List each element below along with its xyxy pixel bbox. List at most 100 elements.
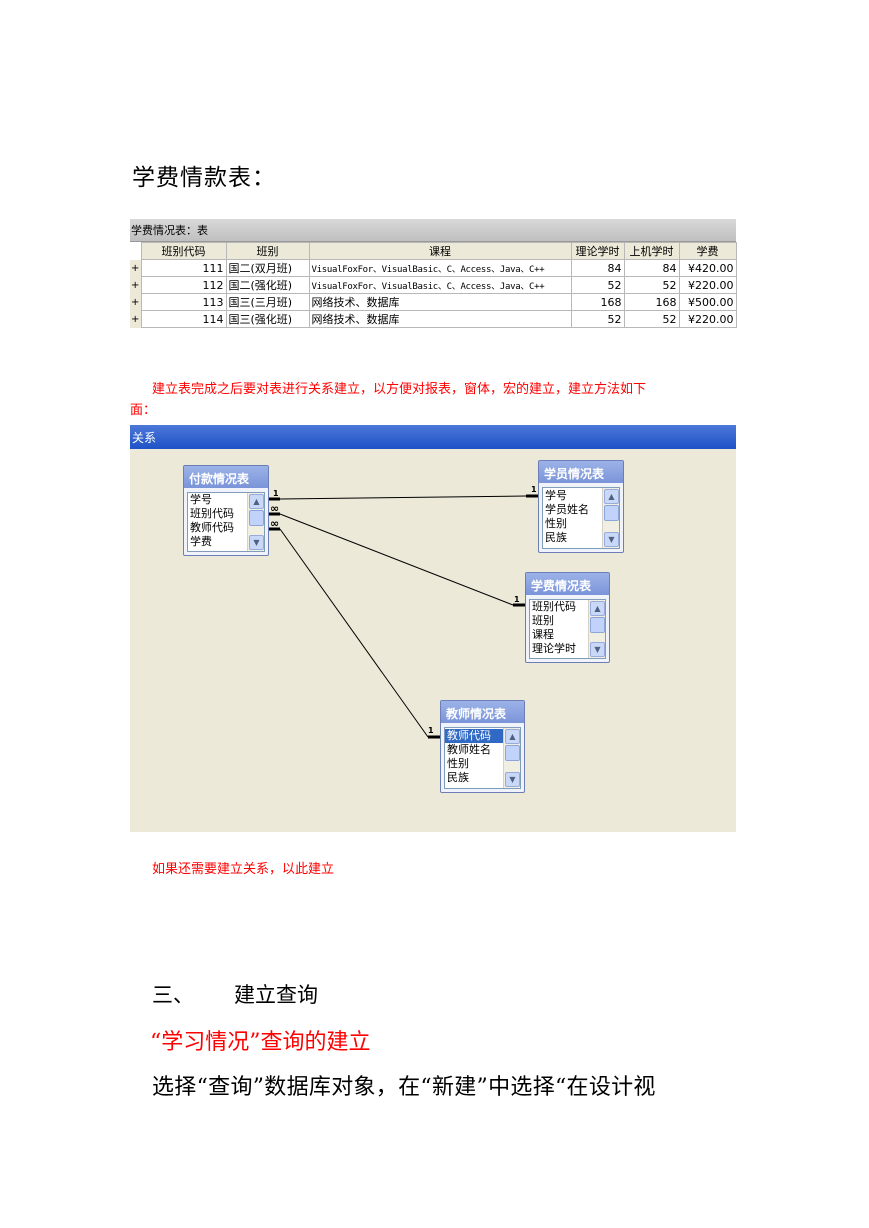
cell-lab-hours[interactable]: 52: [623, 310, 680, 328]
expand-icon[interactable]: +: [130, 276, 142, 294]
field-item[interactable]: 民族: [447, 771, 469, 784]
table-row[interactable]: + 113 国三(三月班) 网络技术、数据库 168 168 ¥500.00: [130, 293, 737, 311]
field-item[interactable]: 班别代码: [532, 600, 576, 613]
cell-class[interactable]: 国二(强化班): [225, 276, 310, 294]
cell-code[interactable]: 111: [140, 259, 227, 277]
field-item[interactable]: 班别代码: [190, 507, 234, 520]
cell-class[interactable]: 国二(双月班): [225, 259, 310, 277]
one-label: 1: [514, 595, 520, 604]
field-item-selected[interactable]: 教师代码: [445, 729, 503, 743]
field-item[interactable]: 民族: [545, 531, 567, 544]
cell-class[interactable]: 国三(强化班): [225, 310, 310, 328]
field-item[interactable]: 理论学时: [532, 642, 576, 655]
field-list[interactable]: 教师代码 教师姓名 性别 民族 ▲ ▼: [444, 727, 521, 789]
datasheet-window[interactable]: 学费情况表：表 班别代码 班别 课程 理论学时 上机学时 学费 + 111 国二…: [130, 219, 737, 331]
section-title: 建立查询: [234, 983, 318, 1007]
scroll-up-icon[interactable]: ▲: [505, 729, 520, 744]
expand-icon[interactable]: +: [130, 293, 142, 311]
relationship-line[interactable]: [279, 528, 429, 738]
scroll-up-icon[interactable]: ▲: [590, 601, 605, 616]
cell-course[interactable]: 网络技术、数据库: [308, 310, 572, 328]
field-item[interactable]: 学号: [545, 489, 567, 502]
column-header[interactable]: 上机学时: [623, 242, 680, 260]
relationship-line[interactable]: [279, 495, 527, 500]
instruction-text: 建立表完成之后要对表进行关系建立，以方便对报表，窗体，宏的建立，建立方法如下: [152, 382, 647, 397]
scroll-thumb[interactable]: [604, 505, 619, 521]
relationships-window[interactable]: 关系 1 ∞ ∞ 1 1 1 付款情况表 学号 班别代码: [130, 425, 736, 832]
table-box-header[interactable]: 学费情况表: [526, 573, 609, 595]
cell-fee[interactable]: ¥420.00: [678, 259, 737, 277]
expand-icon[interactable]: +: [130, 259, 142, 277]
field-list[interactable]: 学号 班别代码 教师代码 学费 ▲ ▼: [187, 492, 265, 552]
datasheet-title: 学费情况表：表: [131, 224, 208, 237]
cell-course[interactable]: 网络技术、数据库: [308, 293, 572, 311]
cell-theory-hours[interactable]: 168: [570, 293, 625, 311]
cell-fee[interactable]: ¥220.00: [678, 276, 737, 294]
cell-lab-hours[interactable]: 52: [623, 276, 680, 294]
cell-course[interactable]: VisualFoxFor、VisualBasic、C、Access、Java、C…: [308, 259, 572, 277]
field-item[interactable]: 学号: [190, 493, 212, 506]
scroll-down-icon[interactable]: ▼: [590, 642, 605, 657]
field-item[interactable]: 学费: [190, 535, 212, 548]
field-list[interactable]: 学号 学员姓名 性别 民族 ▲ ▼: [542, 487, 620, 549]
field-item[interactable]: 性别: [545, 517, 567, 530]
scrollbar[interactable]: ▲ ▼: [588, 600, 605, 658]
header-row: 班别代码 班别 课程 理论学时 上机学时 学费: [130, 242, 737, 260]
cell-theory-hours[interactable]: 52: [570, 276, 625, 294]
cell-lab-hours[interactable]: 168: [623, 293, 680, 311]
expand-icon[interactable]: +: [130, 310, 142, 328]
column-header[interactable]: 课程: [308, 242, 572, 260]
cell-code[interactable]: 113: [140, 293, 227, 311]
field-item[interactable]: 学员姓名: [545, 503, 589, 516]
column-header[interactable]: 理论学时: [570, 242, 625, 260]
scroll-thumb[interactable]: [590, 617, 605, 633]
scroll-up-icon[interactable]: ▲: [249, 494, 264, 509]
scrollbar[interactable]: ▲ ▼: [602, 488, 619, 548]
table-row[interactable]: + 111 国二(双月班) VisualFoxFor、VisualBasic、C…: [130, 259, 737, 277]
table-box-student[interactable]: 学员情况表 学号 学员姓名 性别 民族 ▲ ▼: [538, 460, 624, 553]
cell-fee[interactable]: ¥500.00: [678, 293, 737, 311]
field-item[interactable]: 课程: [532, 628, 554, 641]
table-box-header[interactable]: 教师情况表: [441, 701, 524, 723]
scroll-down-icon[interactable]: ▼: [604, 532, 619, 547]
field-item[interactable]: 性别: [447, 757, 469, 770]
field-item[interactable]: 教师姓名: [447, 743, 491, 756]
cell-lab-hours[interactable]: 84: [623, 259, 680, 277]
table-box-tuition[interactable]: 学费情况表 班别代码 班别 课程 理论学时 ▲ ▼: [525, 572, 610, 663]
column-header[interactable]: 班别代码: [140, 242, 227, 260]
relationships-title-bar[interactable]: 关系: [130, 425, 736, 449]
scroll-down-icon[interactable]: ▼: [505, 772, 520, 787]
scroll-up-icon[interactable]: ▲: [604, 489, 619, 504]
row-selector-header[interactable]: [130, 242, 141, 260]
cell-theory-hours[interactable]: 52: [570, 310, 625, 328]
column-header[interactable]: 班别: [225, 242, 310, 260]
table-row[interactable]: + 112 国二(强化班) VisualFoxFor、VisualBasic、C…: [130, 276, 737, 294]
cell-fee[interactable]: ¥220.00: [678, 310, 737, 328]
relationship-line[interactable]: [279, 513, 514, 606]
scroll-thumb[interactable]: [249, 510, 264, 526]
section-heading: 学费情款表：: [132, 165, 276, 191]
cell-code[interactable]: 114: [140, 310, 227, 328]
scroll-down-icon[interactable]: ▼: [249, 535, 264, 550]
scroll-thumb[interactable]: [505, 745, 520, 761]
table-row[interactable]: + 114 国三(强化班) 网络技术、数据库 52 52 ¥220.00: [130, 310, 737, 328]
one-label: 1: [531, 485, 537, 494]
table-box-header[interactable]: 付款情况表: [184, 466, 268, 488]
table-box-header[interactable]: 学员情况表: [539, 461, 623, 483]
scrollbar[interactable]: ▲ ▼: [247, 493, 264, 551]
cell-class[interactable]: 国三(三月班): [225, 293, 310, 311]
section-number: 三、: [152, 983, 194, 1007]
cell-theory-hours[interactable]: 84: [570, 259, 625, 277]
datasheet-title-bar[interactable]: 学费情况表：表: [130, 219, 736, 242]
field-item[interactable]: 教师代码: [190, 521, 234, 534]
cell-code[interactable]: 112: [140, 276, 227, 294]
datasheet-table[interactable]: 班别代码 班别 课程 理论学时 上机学时 学费 + 111 国二(双月班) Vi…: [130, 242, 737, 328]
cell-course[interactable]: VisualFoxFor、VisualBasic、C、Access、Java、C…: [308, 276, 572, 294]
field-list[interactable]: 班别代码 班别 课程 理论学时 ▲ ▼: [529, 599, 606, 659]
field-item[interactable]: 班别: [532, 614, 554, 627]
table-box-payment[interactable]: 付款情况表 学号 班别代码 教师代码 学费 ▲ ▼: [183, 465, 269, 556]
column-header[interactable]: 学费: [678, 242, 737, 260]
scrollbar[interactable]: ▲ ▼: [503, 728, 520, 788]
table-box-teacher[interactable]: 教师情况表 教师代码 教师姓名 性别 民族 ▲ ▼: [440, 700, 525, 793]
one-label: 1: [273, 489, 279, 498]
